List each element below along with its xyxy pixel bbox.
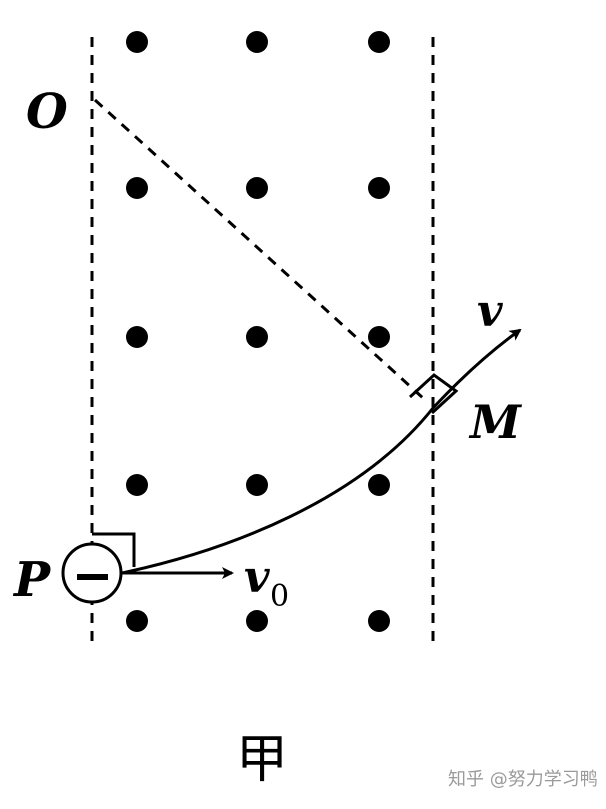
label-m: M — [468, 395, 523, 449]
field-dot — [126, 610, 148, 632]
field-dot — [246, 31, 268, 53]
radius-line-om — [93, 98, 425, 400]
field-dot — [246, 610, 268, 632]
field-dot — [368, 326, 390, 348]
label-o: O — [26, 84, 68, 140]
negative-charge-particle — [61, 542, 123, 604]
field-dot — [246, 177, 268, 199]
field-dot — [126, 31, 148, 53]
figure-caption: 甲 — [236, 730, 288, 790]
right-angle-mark-m — [408, 373, 459, 415]
field-dot — [126, 326, 148, 348]
label-p: P — [12, 552, 52, 608]
right-angle-mark-p — [92, 532, 136, 567]
field-dot — [368, 177, 390, 199]
label-v0: v — [244, 552, 270, 603]
watermark: 知乎 @努力学习鸭 — [448, 769, 598, 790]
field-dot — [368, 610, 390, 632]
label-v: v — [477, 286, 503, 337]
field-dots — [126, 31, 390, 632]
field-dot — [368, 31, 390, 53]
field-dot — [368, 474, 390, 496]
field-dot — [246, 474, 268, 496]
field-dot — [246, 326, 268, 348]
field-dot — [126, 177, 148, 199]
label-v0-subscript: 0 — [270, 579, 289, 614]
field-dot — [126, 474, 148, 496]
trajectory-arc — [121, 328, 522, 575]
